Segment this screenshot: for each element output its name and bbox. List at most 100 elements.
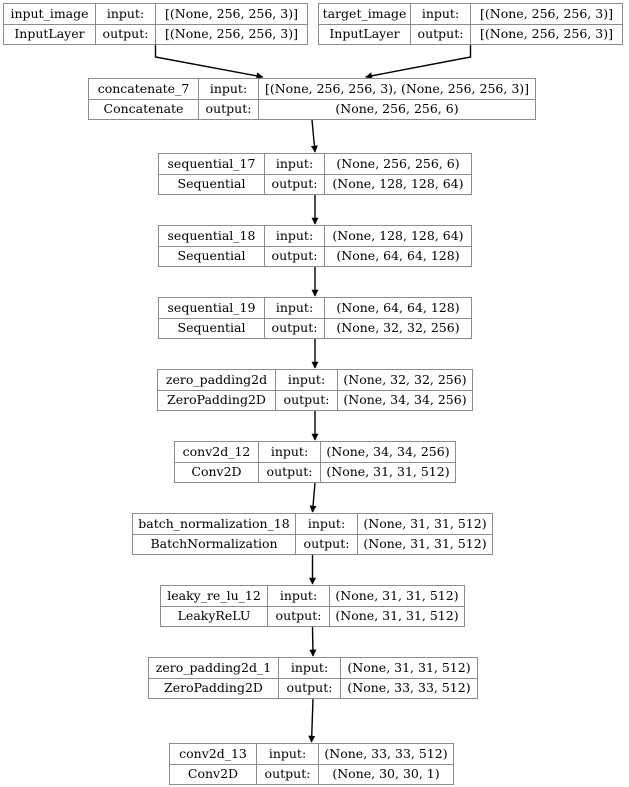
input-label: input: [411, 4, 471, 24]
input-label: input: [257, 744, 319, 764]
output-shape: (None, 31, 31, 512) [326, 464, 450, 479]
layer-name: zero_padding2d_1 [149, 658, 279, 678]
edge-leaky_re_lu_12-to-zero_padding2d_1 [309, 626, 317, 657]
input-label: input: [268, 586, 330, 606]
layer-class-name: Conv2D [170, 764, 257, 784]
output-shape: (None, 30, 30, 1) [332, 766, 440, 781]
input-shape: [(None, 256, 256, 3)] [480, 5, 613, 21]
layer-class-name: InputLayer [319, 24, 411, 44]
output-label: output: [257, 764, 319, 784]
edge-zero_padding2d_1-to-conv2d_13 [308, 698, 316, 743]
output-shape: (None, 32, 32, 256) [336, 320, 460, 335]
layer-class-name: LeakyReLU [161, 606, 268, 626]
input-shape: (None, 32, 32, 256) [343, 371, 467, 387]
input-label: input: [265, 226, 325, 246]
output-label: output: [199, 99, 259, 119]
layer-class-name: ZeroPadding2D [158, 390, 276, 410]
layer-name: concatenate_7 [89, 79, 199, 99]
input-label: input: [96, 4, 156, 24]
layer-class-name: InputLayer [4, 24, 96, 44]
output-label: output: [96, 24, 156, 44]
layer-name: conv2d_12 [175, 442, 259, 462]
input-shape: (None, 128, 128, 64) [332, 227, 464, 243]
output-shape: (None, 31, 31, 512) [335, 608, 459, 623]
output-label: output: [265, 246, 325, 266]
output-shape: [(None, 256, 256, 3)] [480, 26, 613, 41]
layer-name: target_image [319, 4, 411, 24]
layer-name: sequential_19 [159, 298, 265, 318]
layer-class-name: Sequential [159, 318, 265, 338]
edge-target_image-to-concatenate_7 [365, 45, 472, 80]
output-shape: [(None, 256, 256, 3)] [165, 26, 298, 41]
output-shape: (None, 33, 33, 512) [347, 680, 471, 695]
layer-class-name: Sequential [159, 246, 265, 266]
input-shape: (None, 64, 64, 128) [336, 299, 460, 315]
input-label: input: [259, 442, 321, 462]
input-shape: (None, 31, 31, 512) [347, 659, 471, 675]
input-shape: (None, 31, 31, 512) [335, 587, 459, 603]
input-shape: (None, 256, 256, 6) [336, 155, 460, 171]
layer-name: conv2d_13 [170, 744, 257, 764]
output-label: output: [276, 390, 338, 410]
layer-class-name: Conv2D [175, 462, 259, 482]
output-shape: (None, 128, 128, 64) [332, 176, 464, 191]
output-shape: (None, 31, 31, 512) [363, 536, 487, 551]
input-label: input: [265, 154, 325, 174]
output-label: output: [265, 174, 325, 194]
input-shape: (None, 33, 33, 512) [324, 745, 448, 761]
output-label: output: [265, 318, 325, 338]
input-label: input: [199, 79, 259, 99]
layer-name: sequential_17 [159, 154, 265, 174]
input-shape: (None, 34, 34, 256) [326, 443, 450, 459]
input-shape: [(None, 256, 256, 3), (None, 256, 256, 3… [264, 80, 530, 96]
layer-class-name: Sequential [159, 174, 265, 194]
edge-concatenate_7-to-sequential_17 [310, 119, 318, 153]
layer-name: batch_normalization_18 [133, 514, 296, 534]
output-label: output: [296, 534, 358, 554]
layer-name: input_image [4, 4, 96, 24]
edge-conv2d_12-to-batch_normalization_18 [309, 482, 317, 513]
input-label: input: [276, 370, 338, 390]
layer-name: leaky_re_lu_12 [161, 586, 268, 606]
input-shape: [(None, 256, 256, 3)] [165, 5, 298, 21]
input-label: input: [265, 298, 325, 318]
layer-name: sequential_18 [159, 226, 265, 246]
input-label: input: [296, 514, 358, 534]
output-shape: (None, 256, 256, 6) [335, 101, 459, 116]
